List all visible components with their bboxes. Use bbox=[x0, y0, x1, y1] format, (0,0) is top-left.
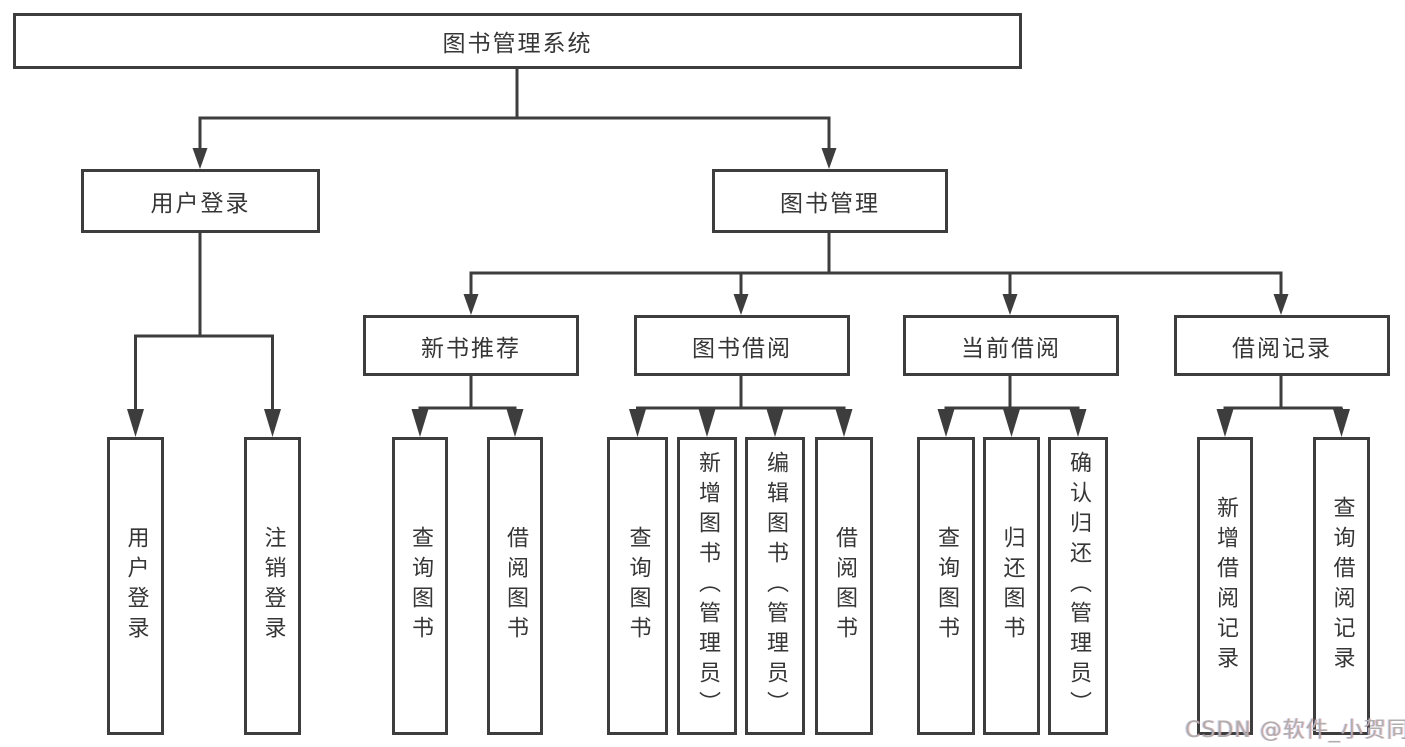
arrowhead-down-icon bbox=[1069, 409, 1087, 437]
leaf-current-confirm-return-admin: 确认归还（管理员） bbox=[1048, 437, 1108, 735]
arrowhead-down-icon bbox=[821, 148, 837, 169]
node-new-book-recommend: 新书推荐 bbox=[363, 315, 579, 376]
node-label: 注销登录 bbox=[260, 526, 286, 646]
arrowhead-down-icon bbox=[1003, 409, 1020, 437]
csdn-watermark: CSDN @软件_小贺同学 bbox=[1185, 718, 1405, 743]
arrowhead-down-icon bbox=[1333, 409, 1350, 437]
node-book-borrowing: 图书借阅 bbox=[634, 315, 850, 376]
node-borrowing-records: 借阅记录 bbox=[1174, 315, 1390, 376]
node-book-management: 图书管理 bbox=[712, 169, 948, 233]
connector-root-to-level2 bbox=[198, 68, 831, 151]
node-label: 编辑图书（管理员） bbox=[763, 451, 788, 721]
node-label: 新增借阅记录 bbox=[1213, 496, 1238, 676]
connector-bookborrow-to-leaves bbox=[636, 376, 846, 414]
leaf-current-return-books: 归还图书 bbox=[983, 437, 1040, 735]
node-label: 图书管理 bbox=[780, 191, 880, 217]
arrowhead-down-icon bbox=[411, 409, 429, 437]
arrowhead-down-icon bbox=[463, 294, 479, 315]
node-label: 查询图书 bbox=[625, 526, 651, 646]
leaf-current-query-books: 查询图书 bbox=[917, 437, 975, 735]
node-label: 图书管理系统 bbox=[442, 31, 593, 57]
node-label: 新增图书（管理员） bbox=[695, 451, 720, 721]
node-label: 新书推荐 bbox=[421, 335, 521, 362]
node-label: 用户登录 bbox=[123, 526, 149, 646]
arrowhead-down-icon bbox=[733, 294, 749, 315]
node-library-management-system: 图书管理系统 bbox=[13, 13, 1022, 69]
leaf-record-add-borrow-record: 新增借阅记录 bbox=[1197, 437, 1253, 735]
connector-borrowrecord-to-leaves bbox=[1223, 376, 1343, 414]
node-user-login: 用户登录 bbox=[81, 169, 320, 233]
arrowhead-down-icon bbox=[127, 409, 144, 437]
arrowhead-down-icon bbox=[1002, 294, 1018, 315]
leaf-newbook-query-books: 查询图书 bbox=[392, 437, 448, 735]
node-label: 查询图书 bbox=[934, 526, 959, 646]
node-label: 用户登录 bbox=[150, 191, 251, 217]
arrowhead-down-icon bbox=[937, 409, 955, 437]
node-label: 借阅记录 bbox=[1232, 335, 1332, 362]
connector-newbook-to-leaves bbox=[418, 376, 517, 414]
node-label: 查询图书 bbox=[408, 526, 433, 646]
connector-currentborrow-to-leaves bbox=[944, 376, 1080, 414]
connector-userlogin-to-leaves bbox=[134, 233, 274, 413]
node-label: 查询借阅记录 bbox=[1329, 496, 1355, 676]
leaf-newbook-borrow-books: 借阅图书 bbox=[487, 437, 543, 735]
connector-bookmgmt-to-level3 bbox=[469, 233, 1283, 297]
node-label: 确认归还（管理员） bbox=[1066, 451, 1091, 721]
arrowhead-down-icon bbox=[835, 409, 853, 437]
arrowhead-down-icon bbox=[1273, 294, 1289, 315]
node-label: 图书借阅 bbox=[692, 335, 792, 362]
arrowhead-down-icon bbox=[192, 148, 208, 169]
arrowhead-down-icon bbox=[766, 409, 784, 437]
leaf-borrow-edit-books-admin: 编辑图书（管理员） bbox=[745, 437, 805, 735]
node-current-borrowing: 当前借阅 bbox=[903, 315, 1119, 376]
node-label: 借阅图书 bbox=[503, 526, 528, 646]
leaf-logout-login: 注销登录 bbox=[244, 437, 301, 735]
arrowhead-down-icon bbox=[506, 409, 524, 437]
node-label: 借阅图书 bbox=[832, 526, 857, 646]
arrowhead-down-icon bbox=[629, 409, 646, 437]
node-label: 当前借阅 bbox=[961, 335, 1061, 362]
arrowhead-down-icon bbox=[264, 409, 281, 437]
arrowhead-down-icon bbox=[698, 409, 716, 437]
leaf-borrow-add-books-admin: 新增图书（管理员） bbox=[677, 437, 737, 735]
leaf-borrow-borrow-books: 借阅图书 bbox=[815, 437, 873, 735]
node-label: 归还图书 bbox=[999, 526, 1025, 646]
leaf-borrow-query-books: 查询图书 bbox=[607, 437, 668, 735]
leaf-user-login: 用户登录 bbox=[107, 437, 164, 735]
leaf-record-query-borrow-record: 查询借阅记录 bbox=[1313, 437, 1370, 735]
arrowhead-down-icon bbox=[1216, 409, 1234, 437]
